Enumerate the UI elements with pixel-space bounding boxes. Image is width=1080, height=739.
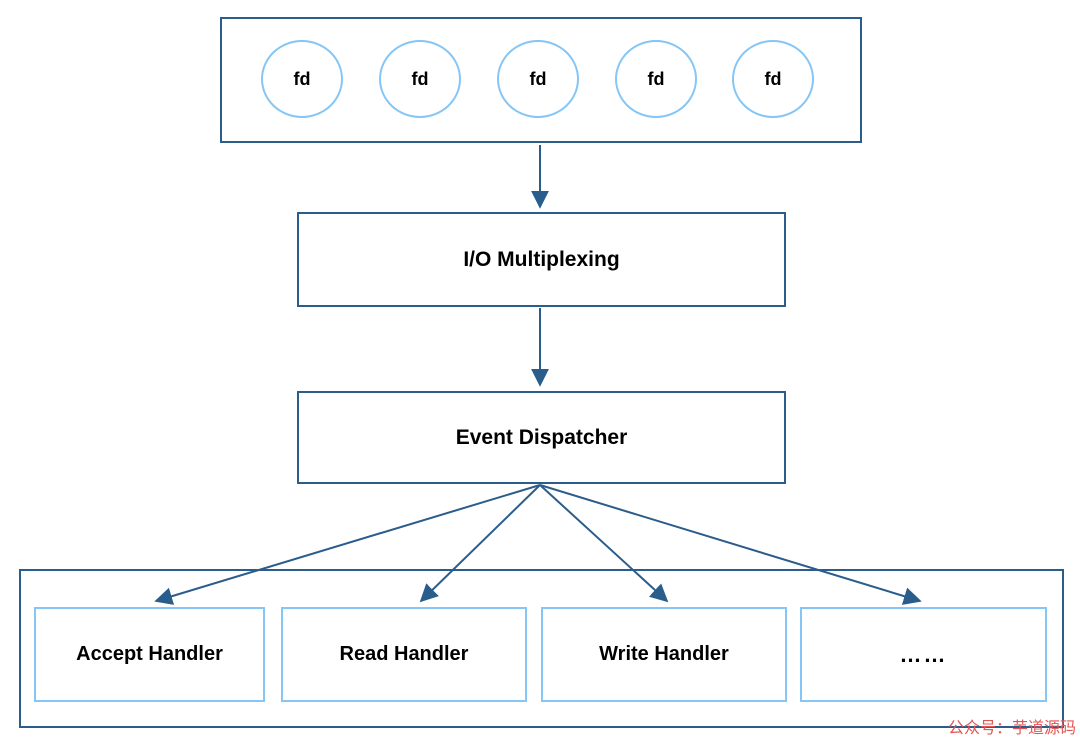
node-io-multiplexing: I/O Multiplexing xyxy=(297,212,786,307)
node-label: …… xyxy=(899,641,948,667)
fd-label: fd xyxy=(764,68,782,89)
node-write-handler: Write Handler xyxy=(541,607,787,702)
node-read-handler: Read Handler xyxy=(281,607,527,702)
fd-circle: fd xyxy=(261,40,343,118)
fd-circle: fd xyxy=(732,40,814,118)
node-more-handlers: …… xyxy=(800,607,1047,702)
node-accept-handler: Accept Handler xyxy=(34,607,265,702)
fd-label: fd xyxy=(293,68,311,89)
node-label: Write Handler xyxy=(599,643,729,665)
fd-circle: fd xyxy=(379,40,461,118)
node-label: I/O Multiplexing xyxy=(463,247,620,271)
node-label: Read Handler xyxy=(339,643,469,665)
fd-group-box: fd fd fd fd fd xyxy=(220,17,862,143)
fd-circle: fd xyxy=(497,40,579,118)
node-label: Accept Handler xyxy=(76,643,223,665)
fd-circle: fd xyxy=(615,40,697,118)
handlers-group-box xyxy=(19,569,1064,728)
node-event-dispatcher: Event Dispatcher xyxy=(297,391,786,484)
node-label: Event Dispatcher xyxy=(455,425,628,449)
watermark-text: 公众号：芋道源码 xyxy=(947,719,1076,737)
fd-label: fd xyxy=(411,68,429,89)
fd-label: fd xyxy=(647,68,665,89)
fd-label: fd xyxy=(529,68,547,89)
